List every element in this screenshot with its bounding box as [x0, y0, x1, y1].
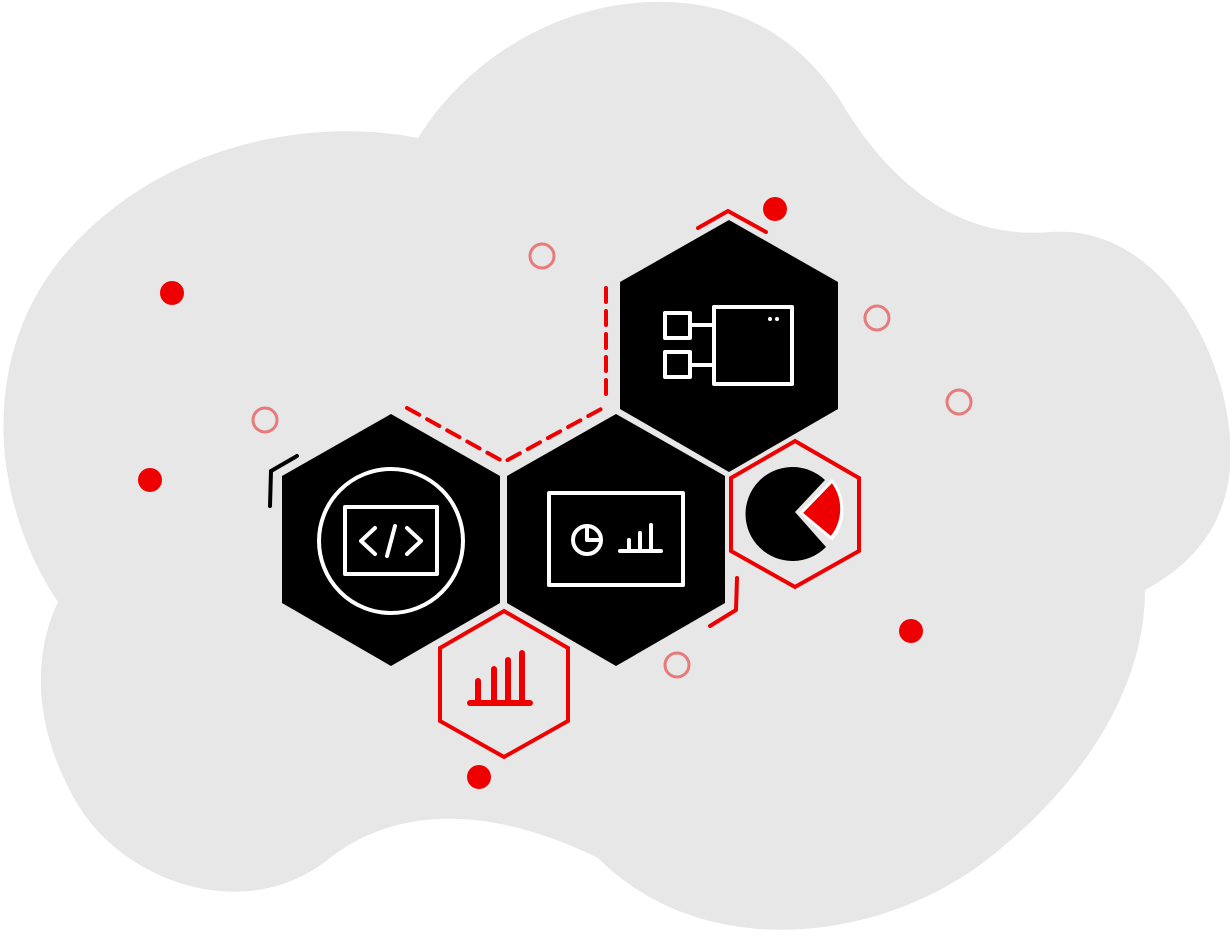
corner-bracket	[696, 208, 768, 234]
ring-outline	[945, 388, 973, 416]
dot-filled	[899, 619, 923, 643]
ring-outline	[251, 406, 279, 434]
pie-chart-icon	[745, 466, 844, 561]
window-dot	[775, 317, 779, 321]
hexagon-bar-chart	[438, 608, 570, 760]
dashboard-pie-bars-icon	[547, 491, 685, 587]
ring-outline	[663, 651, 691, 679]
hexagon-dashboard	[507, 414, 725, 666]
ring-outline	[528, 242, 556, 270]
dot-filled	[160, 281, 184, 305]
hexagon-code	[282, 414, 500, 666]
ring-outline	[863, 304, 891, 332]
dot-filled	[467, 765, 491, 789]
code-brackets-icon	[317, 467, 465, 615]
hexagon-diagram	[620, 220, 838, 472]
component-diagram-icon	[663, 305, 794, 386]
dashed-connector	[405, 406, 605, 465]
corner-bracket	[708, 576, 739, 628]
hexagon-pie-chart	[729, 438, 861, 590]
window-dot	[768, 317, 772, 321]
bar-chart-icon	[467, 650, 533, 706]
dot-filled	[138, 468, 162, 492]
corner-bracket	[268, 454, 299, 508]
dot-filled	[763, 197, 787, 221]
